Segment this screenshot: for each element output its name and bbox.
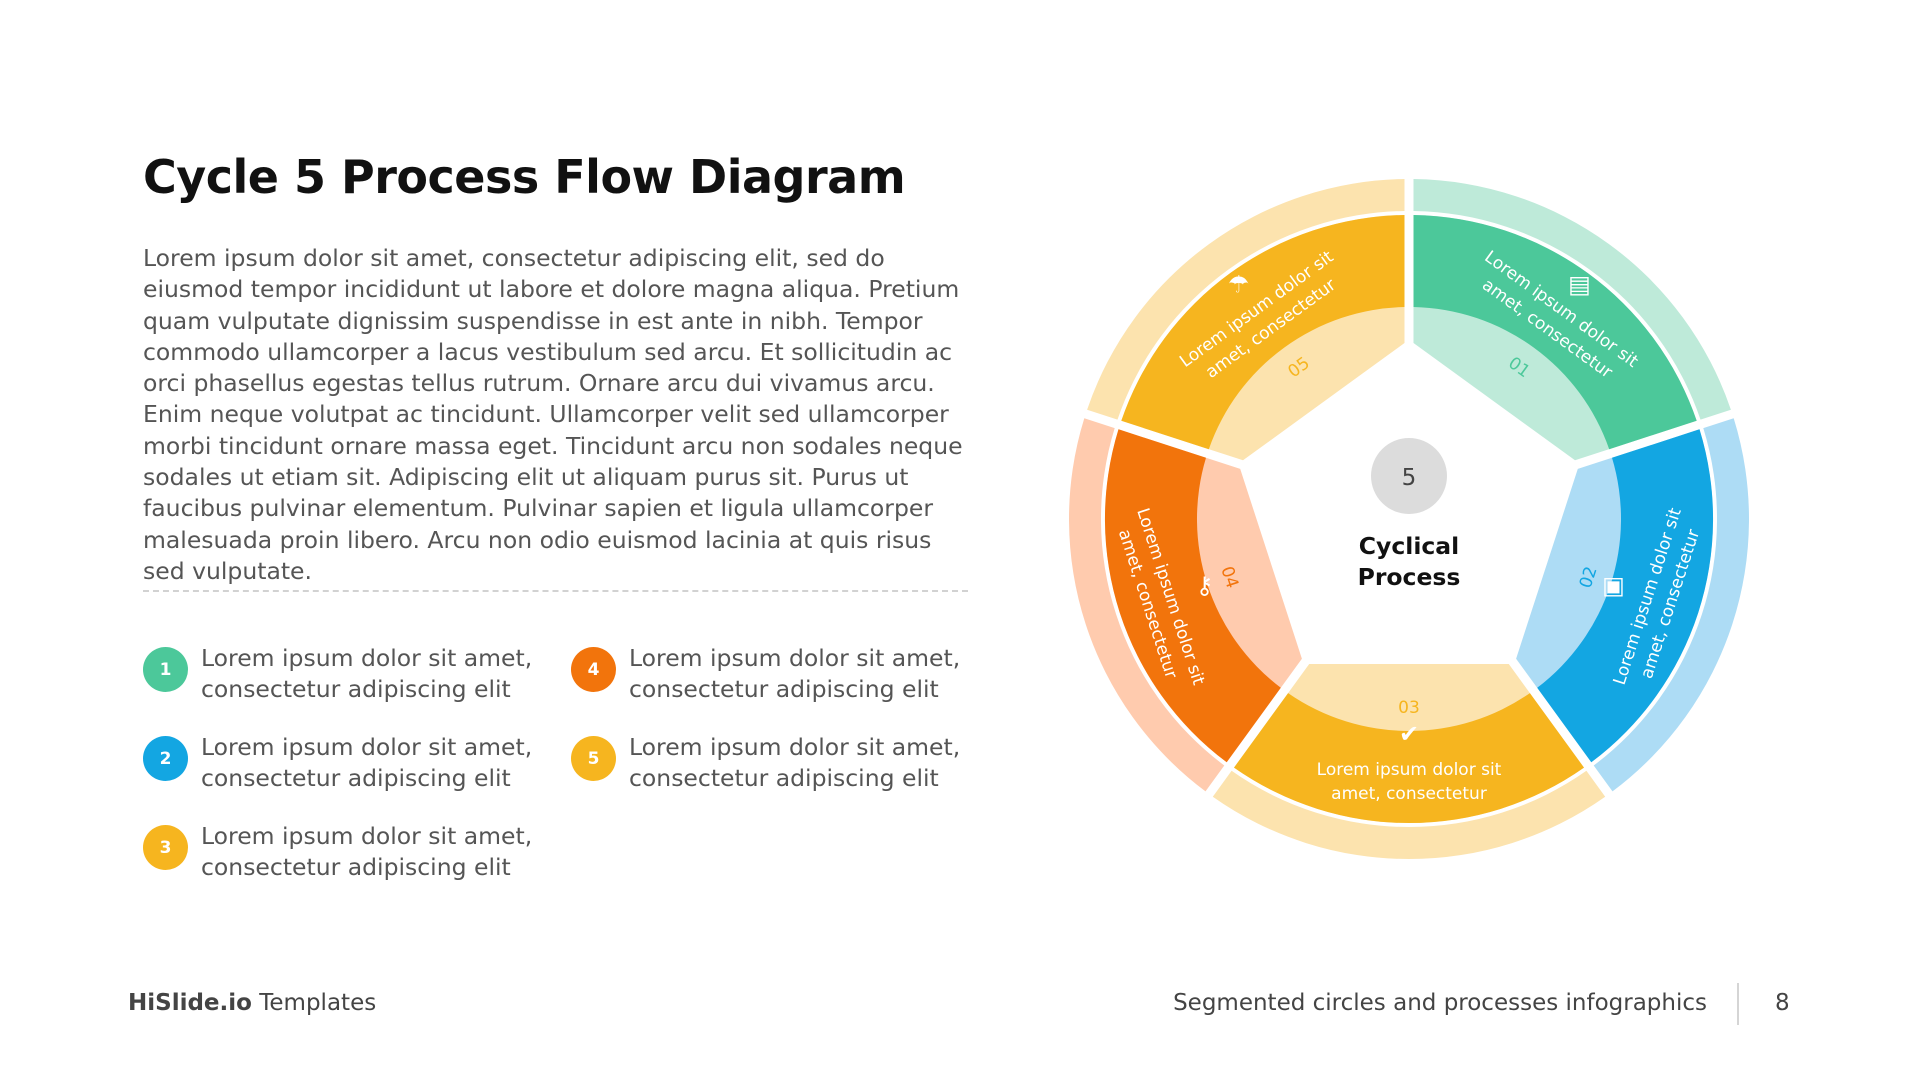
center-title-line2: Process	[1358, 563, 1461, 591]
footer-separator	[1737, 983, 1739, 1025]
umbrella-icon: ☂	[1228, 270, 1250, 298]
segment-label-band	[1413, 215, 1697, 450]
slide-title: Cycle 5 Process Flow Diagram	[143, 150, 906, 204]
slide-body-text: Lorem ipsum dolor sit amet, consectetur …	[143, 244, 963, 585]
legend-number-badge: 5	[571, 736, 616, 781]
key-icon: ⚷	[1196, 571, 1214, 599]
lock-icon: ▣	[1602, 571, 1625, 599]
legend-number-badge: 1	[143, 647, 188, 692]
legend-item-text: Lorem ipsum dolor sit amet, consectetur …	[629, 644, 961, 703]
shield-check-icon: ✔	[1399, 720, 1419, 748]
legend-item: 5 Lorem ipsum dolor sit amet, consectetu…	[571, 732, 969, 794]
legend-item: 4 Lorem ipsum dolor sit amet, consectetu…	[571, 643, 969, 705]
center-number-circle	[1371, 438, 1447, 514]
segment-label-band	[1234, 693, 1584, 824]
legend-number-badge: 2	[143, 736, 188, 781]
legend-item: 3 Lorem ipsum dolor sit amet, consectetu…	[143, 821, 541, 883]
segment-outer-band	[1413, 179, 1731, 420]
center-title-line1: Cyclical	[1359, 532, 1459, 560]
page-number: 8	[1775, 990, 1790, 1016]
segment-outer-band	[1087, 179, 1405, 420]
legend-item-text: Lorem ipsum dolor sit amet, consectetur …	[201, 644, 533, 703]
segment-label-band	[1104, 429, 1281, 763]
legend-item-text: Lorem ipsum dolor sit amet, consectetur …	[201, 822, 533, 881]
cycle-segment-03: Lorem ipsum dolor sit amet, consectetur ✔0…	[1212, 664, 1606, 860]
segment-outer-band	[1593, 418, 1749, 792]
footer-subtitle: Segmented circles and processes infograp…	[1173, 990, 1707, 1016]
wallet-icon: ▤	[1568, 270, 1591, 298]
footer-brand: HiSlide.io Templates	[128, 990, 376, 1016]
segment-label-band	[1537, 429, 1714, 763]
legend-number-badge: 4	[571, 647, 616, 692]
legend-item: 2 Lorem ipsum dolor sit amet, consectetu…	[143, 732, 541, 794]
center-number: 5	[1402, 465, 1417, 491]
legend-item-text: Lorem ipsum dolor sit amet, consectetur …	[201, 733, 533, 792]
segment-outer-band	[1212, 770, 1606, 860]
segment-label: Lorem ipsum dolor sit amet, consectetur	[1317, 760, 1502, 804]
legend-number-badge: 3	[143, 825, 188, 870]
segment-label-band	[1121, 215, 1405, 450]
legend-item-text: Lorem ipsum dolor sit amet, consectetur …	[629, 733, 961, 792]
segment-outer-band	[1069, 418, 1225, 792]
legend-item: 1 Lorem ipsum dolor sit amet, consectetu…	[143, 643, 541, 705]
segment-label-line2: amet, consectetur	[1331, 784, 1487, 804]
footer-brand-suffix: Templates	[251, 990, 377, 1016]
segment-label-line1: Lorem ipsum dolor sit	[1317, 760, 1502, 780]
segment-code: 03	[1398, 698, 1420, 718]
dashed-divider	[143, 590, 968, 592]
footer-brand-name: HiSlide.io	[128, 990, 252, 1016]
